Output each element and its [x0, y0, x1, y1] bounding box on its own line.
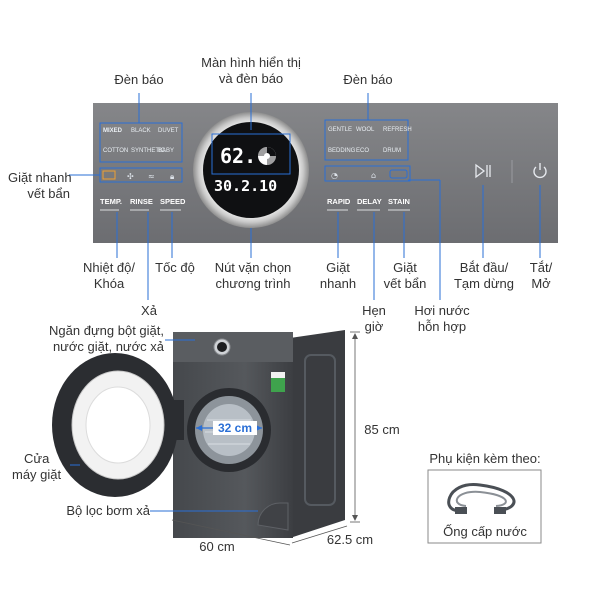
rapid-indicator-icon: ◔: [331, 171, 338, 180]
height-arrow-bottom: [352, 515, 358, 521]
program-duvet: DUVET: [158, 128, 179, 134]
fan-icon: ✣: [127, 172, 134, 181]
start-pause-label: Bắt đầu/ Tạm dừng: [453, 260, 514, 291]
panel-leader-lines: [69, 93, 541, 300]
program-refresh: REFRESH: [383, 127, 412, 133]
accessory-item: Ống cấp nước: [443, 524, 527, 539]
spiral-icon: [258, 147, 276, 165]
door-label: Cửa máy giặt: [12, 451, 62, 482]
right-indicator-box: [324, 119, 409, 161]
steam-label: Hơi nước hỗn hợp: [414, 303, 470, 334]
program-synthetic: SYNTHETIC: [131, 148, 166, 154]
power-label: Tắt/ Mở: [529, 260, 553, 291]
rapid-label: Giặt nhanh: [319, 260, 357, 291]
rapid-button[interactable]: RAPID: [327, 197, 351, 206]
temp-button[interactable]: TEMP.: [100, 197, 122, 206]
temp-lock-label: Nhiệt độ/ Khóa: [82, 260, 136, 291]
display-label: Màn hình hiển thị và đèn báo: [201, 55, 301, 86]
right-small-indicator-box: [324, 165, 411, 182]
quick-wash-stain-label: Giặt nhanh vết bẩn: [8, 170, 72, 201]
program-black: BLACK: [131, 128, 151, 134]
drum-size-label: 32 cm: [213, 421, 257, 435]
dimension-lines: [171, 331, 360, 546]
lcd-line-1: 62.: [220, 144, 256, 168]
accessory-title: Phụ kiện kèm theo:: [429, 451, 541, 466]
stain-indicator-icon: [389, 169, 408, 179]
depth-label: 62.5 cm: [326, 532, 374, 547]
height-label: 85 cm: [364, 422, 400, 437]
program-cotton: COTTON: [103, 148, 128, 154]
water-hose-icon: [447, 483, 516, 514]
water-icon: ≈: [148, 172, 155, 181]
machine-top-panel: [173, 332, 293, 362]
program-wool: WOOL: [356, 127, 375, 133]
machine-knob-screen: [217, 342, 227, 352]
knob-label: Nút vặn chọn chương trình: [214, 260, 292, 291]
program-mixed: MIXED: [103, 128, 123, 134]
delay-indicator-icon: ⌂: [371, 171, 376, 180]
program-baby: BABY: [158, 148, 174, 154]
open-door-inner: [85, 386, 151, 464]
stain-button[interactable]: STAIN: [388, 197, 410, 206]
lcd-line-2: 30.2.10: [214, 177, 277, 195]
left-indicator-box: [99, 122, 183, 163]
indicator-left-label: Đèn báo: [114, 72, 164, 87]
machine-side: [290, 330, 345, 538]
door-hinge: [170, 400, 184, 440]
machine-leader-lines: [70, 339, 258, 512]
delay-button[interactable]: DELAY: [357, 197, 382, 206]
program-gentle: GENTLE: [328, 127, 352, 133]
accessory-box: [427, 469, 542, 544]
filter-cover: [257, 502, 289, 531]
width-label: 60 cm: [199, 539, 235, 554]
delay-label: Hẹn giờ: [362, 303, 386, 334]
spin-label: Tốc độ: [155, 260, 195, 275]
drum-arrow-right: [256, 425, 262, 431]
lcd-display: [203, 122, 299, 218]
height-arrow-top: [352, 333, 358, 339]
rinse-label: Xả: [141, 303, 157, 318]
rinse-button[interactable]: RINSE: [130, 197, 153, 206]
lock-icon: 🔒︎: [170, 172, 174, 181]
play-pause-icon[interactable]: [475, 163, 491, 179]
speed-button[interactable]: SPEED: [160, 197, 186, 206]
indicator-right-label: Đèn báo: [343, 72, 393, 87]
program-drum: DRUM: [383, 148, 401, 154]
side-panel-emboss: [304, 354, 336, 506]
program-bedding: BEDDING: [328, 148, 356, 154]
lcd-highlight-box: [211, 133, 291, 175]
quick-stain-icon: [102, 170, 116, 180]
energy-label-top: [271, 372, 285, 378]
drum-arrow-left: [196, 425, 202, 431]
detergent-label: Ngăn đựng bột giặt, nước giặt, nước xả: [49, 323, 164, 354]
program-eco: ECO: [356, 148, 369, 154]
stain-label: Giặt vết bẩn: [383, 260, 427, 291]
filter-label: Bộ lọc bơm xả: [66, 503, 150, 518]
power-icon[interactable]: [533, 163, 547, 179]
